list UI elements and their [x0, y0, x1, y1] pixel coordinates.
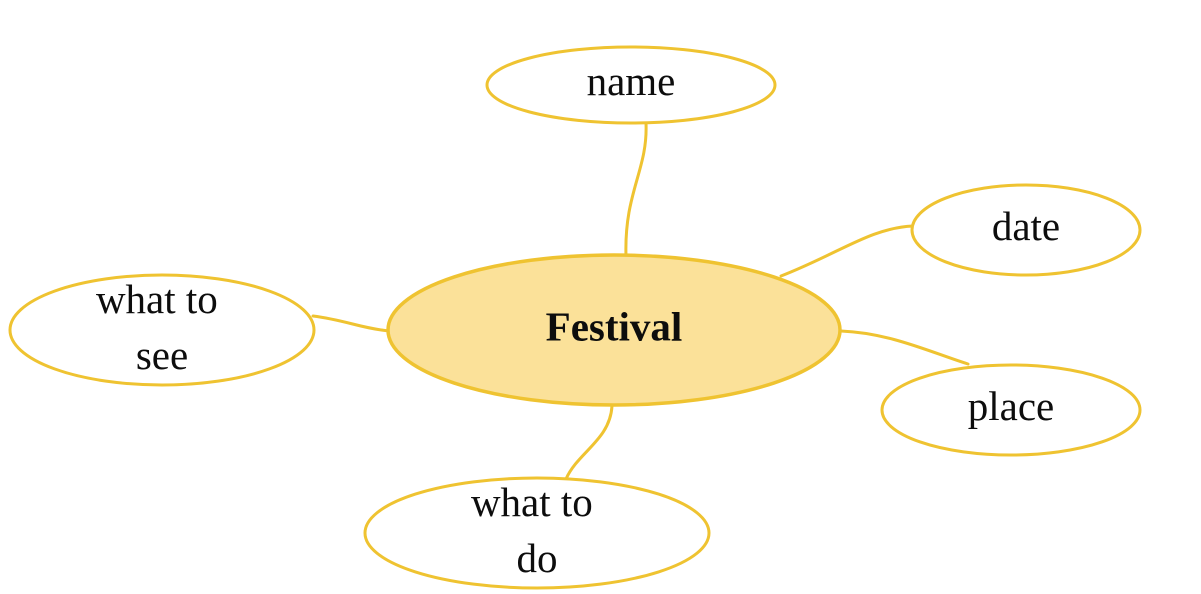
node-name-label: name	[587, 58, 676, 104]
connector-place	[839, 329, 970, 366]
node-place-ellipse[interactable]	[880, 363, 1142, 457]
connector-what-to-see	[311, 314, 391, 333]
node-name-ellipse[interactable]	[485, 45, 777, 125]
connector-what-to-do	[564, 404, 614, 481]
node-place-line-1: place	[968, 383, 1054, 429]
node-what-to-see-line-1: what to	[96, 276, 218, 322]
node-date-label: date	[992, 203, 1060, 249]
connector-name	[624, 121, 648, 258]
node-what-to-do-ellipse[interactable]	[363, 476, 711, 590]
node-place[interactable]: place	[880, 363, 1142, 457]
node-what-to-see-label: what to see	[96, 276, 228, 378]
node-place-label: place	[968, 383, 1054, 429]
node-central-label: Festival	[546, 303, 683, 349]
node-what-to-see-line-2: see	[136, 332, 188, 378]
node-what-to-see-ellipse[interactable]	[8, 273, 316, 387]
node-name[interactable]: name	[485, 45, 777, 125]
node-what-to-do-label: what to do	[471, 479, 603, 581]
node-name-line-1: name	[587, 58, 676, 104]
node-what-to-do-line-1: what to	[471, 479, 593, 525]
node-what-to-do[interactable]: what to do	[363, 476, 711, 590]
connector-date	[779, 224, 915, 278]
node-date[interactable]: date	[910, 183, 1142, 277]
node-date-line-1: date	[992, 203, 1060, 249]
connector-group	[311, 121, 970, 481]
node-central-ellipse[interactable]	[386, 253, 842, 407]
node-central-festival[interactable]: Festival	[386, 253, 842, 407]
node-what-to-do-line-2: do	[517, 535, 558, 581]
node-date-ellipse[interactable]	[910, 183, 1142, 277]
node-what-to-see[interactable]: what to see	[8, 273, 316, 387]
